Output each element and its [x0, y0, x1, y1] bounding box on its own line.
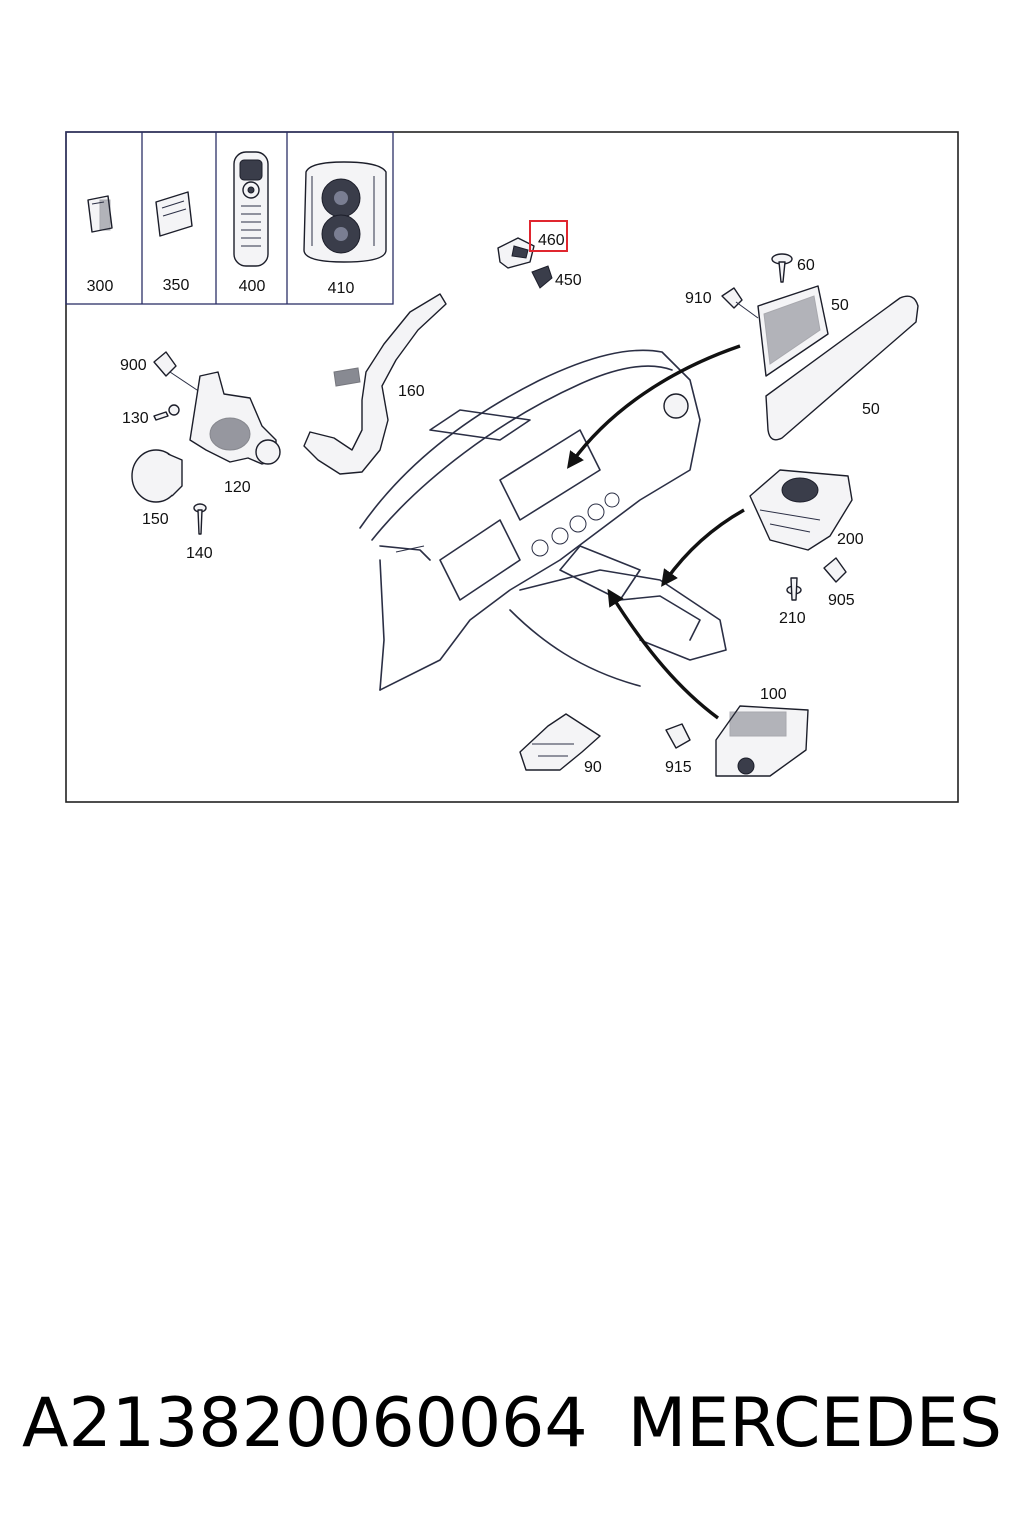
callout-210: 210: [779, 610, 806, 627]
part-200-controller[interactable]: [749, 469, 853, 551]
part-910-sticker[interactable]: [721, 287, 759, 319]
callout-150: 150: [142, 511, 169, 528]
thumbnail-label: 350: [163, 277, 190, 294]
part-50-trim[interactable]: [765, 295, 919, 441]
part-caption: A213820060064 MERCEDES: [0, 1378, 1024, 1468]
callout-130: 130: [122, 410, 149, 427]
callout-905: 905: [828, 592, 855, 609]
part-210-screw[interactable]: [786, 577, 802, 601]
callout-140: 140: [186, 545, 213, 562]
callout-200: 200: [837, 531, 864, 548]
brand-name: MERCEDES: [627, 1383, 1002, 1463]
part-120-switch-unit[interactable]: [189, 371, 281, 465]
part-60-screw[interactable]: [771, 253, 793, 283]
speaker-grille-icon: [303, 161, 387, 263]
highlight-box: [529, 220, 568, 252]
card-icon: [155, 191, 193, 237]
part-450[interactable]: [531, 265, 553, 289]
part-900-sticker[interactable]: [153, 351, 201, 393]
callout-460: 460: [538, 232, 565, 249]
dashboard-illustration: [359, 349, 727, 691]
part-915-sticker[interactable]: [665, 723, 691, 749]
part-50-display[interactable]: [757, 285, 829, 377]
callout-160: 160: [398, 383, 425, 400]
thumbnail-label: 300: [87, 278, 114, 295]
callout-450: 450: [555, 272, 582, 289]
part-140-screw[interactable]: [193, 503, 207, 535]
plug-icon: [87, 195, 113, 233]
thumbnail-strip: 300 350 400 410: [65, 131, 394, 305]
callout-915: 915: [665, 759, 692, 776]
part-130-screw[interactable]: [153, 404, 180, 421]
part-160-air-duct[interactable]: [303, 293, 447, 475]
callout-900: 900: [120, 357, 147, 374]
diagram-frame: [65, 131, 959, 803]
part-460[interactable]: [497, 237, 535, 269]
part-90-bracket[interactable]: [519, 713, 601, 771]
remote-control-icon: [233, 151, 269, 267]
part-100-head-unit[interactable]: [715, 705, 809, 777]
part-150-knob[interactable]: [131, 449, 183, 503]
thumbnail-label: 400: [239, 278, 266, 295]
thumbnail-label: 410: [328, 280, 355, 297]
callout-100: 100: [760, 686, 787, 703]
parts-diagram: 300 350 400 410: [65, 131, 959, 803]
part-number: A213820060064: [22, 1383, 588, 1463]
part-905-sticker[interactable]: [823, 557, 847, 583]
callout-120: 120: [224, 479, 251, 496]
callout-910: 910: [685, 290, 712, 307]
callout-60: 60: [797, 257, 815, 274]
callout-50: 50: [862, 401, 880, 418]
callout-90: 90: [584, 759, 602, 776]
callout-50: 50: [831, 297, 849, 314]
